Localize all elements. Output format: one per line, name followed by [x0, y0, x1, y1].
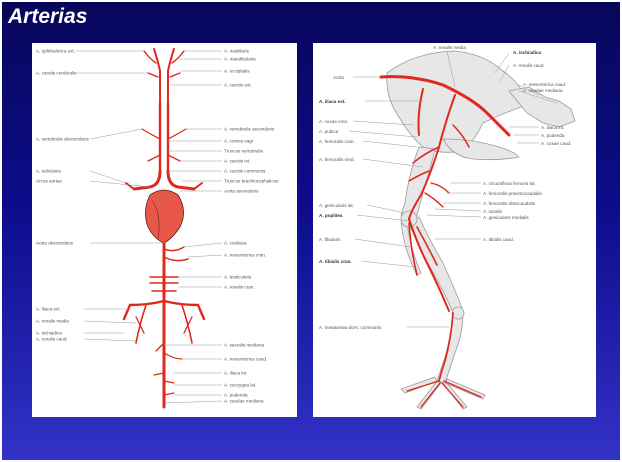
pelvis-bone	[387, 51, 527, 152]
label-r-femoralis-cran: A. femoralis cran.	[319, 139, 355, 144]
aortic-arch	[126, 171, 202, 189]
label-coccygea-lat: A. coccygea lat.	[224, 383, 256, 388]
cranial-arteries	[142, 49, 186, 171]
label-r-coxae-cran: A. coxae cran.	[319, 119, 348, 124]
label-coeliaca: A. coeliaca	[224, 241, 247, 246]
femur-bone	[401, 147, 435, 218]
ischium-bone	[443, 139, 519, 160]
label-iliaca-ext: A. iliaca ext.	[36, 307, 61, 312]
label-mesenterica-caud: A. mesenterica caud.	[224, 357, 267, 362]
slide-title: Arterias	[8, 5, 87, 29]
label-aorta-ascendens: Aorta ascendens	[224, 189, 259, 194]
label-carotis-communis: A. carotis communis	[224, 169, 266, 174]
label-carotis-ext: A. carotis ext.	[224, 83, 252, 88]
label-renalis-media: A. renalis media	[36, 319, 69, 324]
label-r-mesenterica-caud: A. mesenterica caud.	[523, 82, 566, 87]
hindlimb-arteries-diagram: A. renalis media A. ischiadica A. renali…	[313, 43, 596, 417]
label-pudenda: A. pudenda	[224, 393, 248, 398]
label-iliaca-int: A. iliaca int.	[224, 371, 248, 376]
label-renalis-cran: A. renalis cran.	[224, 285, 255, 290]
label-r-femoralis-proximocaudalis: A. femoralis proximocaudalis	[483, 191, 542, 196]
label-r-metatarsea-dors-communis: A. metatarsea dors. communis	[319, 325, 382, 330]
label-subclavia: A. subclavia	[36, 169, 61, 174]
label-r-aorta: Aorta	[333, 75, 344, 80]
label-renalis-caud: A. renalis caud.	[36, 337, 68, 342]
label-r-poplitea: A. poplitea	[319, 213, 343, 218]
label-r-renalis-caud: A. renalis caud.	[513, 63, 545, 68]
label-r-circumflexa-femoris-lat: A. circumflexa femoris lat.	[483, 181, 536, 186]
label-r-fibularis: A. fibularis	[319, 237, 341, 242]
hindlimb-arteries-panel: A. renalis media A. ischiadica A. renali…	[313, 43, 596, 417]
label-maxillaris: A. maxillaris	[224, 49, 249, 54]
label-occipitalis: A. occipitalis	[224, 69, 250, 74]
label-r-caudae-mediana: A. caudae mediana	[523, 88, 563, 93]
label-r-femoralis-distocaudalis: A. femoralis distocaudalis	[483, 201, 536, 206]
label-r-iliaca-ext: A. iliaca ext.	[319, 99, 346, 104]
label-r-ischiadica: A. ischiadica	[513, 50, 542, 55]
skeleton	[387, 51, 575, 409]
label-vertebralis-descendens: A. vertebralis descendens	[36, 137, 90, 142]
label-r-iliaca-int: A. iliaca int.	[541, 125, 565, 130]
label-r-genicularis-lat: A. genicularis lat.	[319, 203, 354, 208]
label-r-tibialis-cran: A. tibialis cran.	[319, 259, 352, 264]
label-sacralis-mediana: A. sacralis mediana	[224, 343, 265, 348]
label-r-renalis-media: A. renalis media	[433, 45, 466, 50]
heart	[145, 190, 183, 243]
label-comes-vagi: A. comes vagi	[224, 139, 253, 144]
label-mandibularis: A. mandibularis	[224, 57, 256, 62]
left-schematic-labels-left: A. ophthalmica ext. A. carotis cerebrali…	[36, 49, 164, 342]
label-r-pubica: A. pubica	[319, 129, 339, 134]
label-r-suralis: A. suralis	[483, 209, 503, 214]
label-ischiadica: A. ischiadica	[36, 331, 62, 336]
label-ophthalmica-ext: A. ophthalmica ext.	[36, 49, 75, 54]
label-r-femoralis-med: A. femoralis med.	[319, 157, 355, 162]
label-vertebralis-ascendens: A. vertebralis ascendens	[224, 127, 275, 132]
label-truncus-vertebralis: Truncus vertebralis	[224, 149, 264, 154]
label-r-genicularis-medialis: A. genicularis medialis	[483, 215, 529, 220]
label-aorta-descendens: Aorta descendens	[36, 241, 74, 246]
label-r-tibialis-caud: A. tibialis caud.	[483, 237, 514, 242]
label-r-pudenda: A. pudenda	[541, 133, 565, 138]
label-r-coxae-caud: A. coxae caud.	[541, 141, 571, 146]
arterial-schematic-diagram: A. ophthalmica ext. A. carotis cerebrali…	[32, 43, 297, 417]
descending-aorta	[124, 243, 204, 407]
label-carotis-cerebralis: A. carotis cerebralis	[36, 71, 77, 76]
arterial-schematic-panel: A. ophthalmica ext. A. carotis cerebrali…	[32, 43, 297, 417]
label-mesenterica-cran: A. mesenterica cran.	[224, 253, 266, 258]
label-testicularis: A. testicularis	[224, 275, 252, 280]
label-caudae-mediana: A. caudae mediana	[224, 399, 264, 404]
label-truncus-brachiocephalicus: Truncus brachiocephalicus	[224, 179, 279, 184]
left-schematic-labels-right: A. maxillaris A. mandibularis A. occipit…	[164, 49, 279, 404]
label-carotis-int: A. carotis int.	[224, 159, 251, 164]
label-arcus-aortae: Arcus aortae	[36, 179, 62, 184]
